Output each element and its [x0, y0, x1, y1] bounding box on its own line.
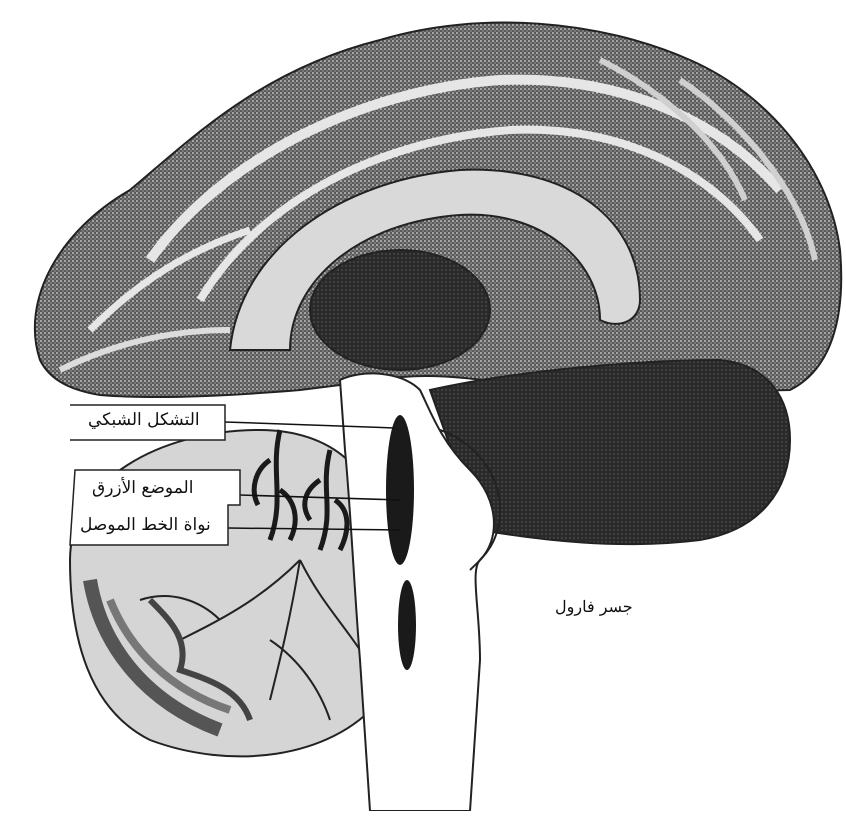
label-locus-coeruleus: الموضع الأزرق: [92, 478, 193, 498]
raphe-column-lower: [398, 580, 416, 670]
label-raphe-nucleus: نواة الخط الموصل: [80, 515, 211, 535]
thalamus: [310, 250, 490, 370]
raphe-column-upper: [386, 415, 414, 565]
label-pons: جسر فارول: [555, 597, 633, 616]
label-reticular-formation: التشكل الشبكي: [88, 410, 200, 430]
